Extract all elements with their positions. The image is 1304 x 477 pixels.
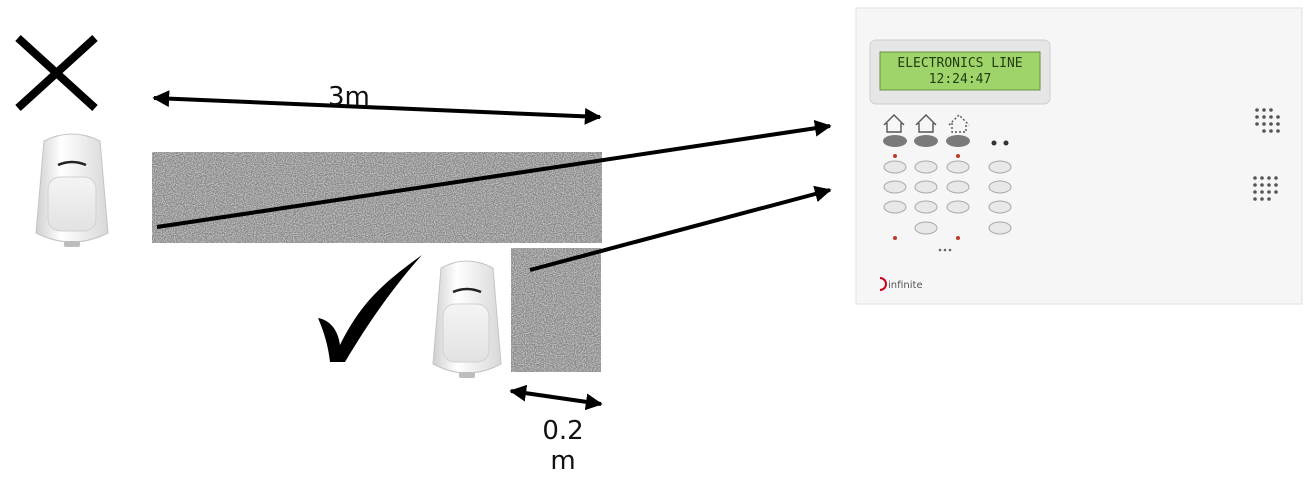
motion-sensor-far	[35, 133, 109, 247]
arm-buttons	[883, 135, 970, 147]
brand-logo: infinite	[879, 277, 923, 291]
distance-arrow-far	[152, 90, 602, 125]
speaker-grille-bottom	[1253, 176, 1278, 201]
lcd-line-1: ELECTRONICS LINE	[897, 56, 1022, 71]
speaker-grille-top	[1255, 108, 1280, 133]
keypad-buttons	[883, 160, 1012, 235]
nav-dots	[938, 248, 952, 252]
lcd-line-2: 12:24:47	[929, 72, 992, 87]
signal-arrow-near	[529, 185, 832, 272]
distance-label-near-unit: m	[550, 446, 576, 476]
distance-arrow-near	[509, 384, 603, 411]
distance-label-near-value: 0.2	[542, 416, 584, 446]
distance-label-near: 0.2 m	[533, 416, 593, 476]
function-indicators	[893, 154, 960, 240]
cross-icon	[15, 35, 98, 111]
noise-area-near	[511, 248, 601, 372]
noise-area-far	[152, 152, 602, 243]
house-icons	[883, 114, 970, 133]
distance-label-far: 3m	[328, 82, 370, 112]
motion-sensor-near	[432, 260, 502, 378]
lcd-display: ELECTRONICS LINE 12:24:47	[869, 39, 1051, 105]
status-leds	[991, 140, 1009, 146]
checkmark-icon	[318, 255, 422, 362]
signal-arrow-far	[156, 119, 832, 229]
brand-name: infinite	[888, 280, 923, 291]
keypad-panel: ELECTRONICS LINE 12:24:47	[855, 7, 1303, 305]
